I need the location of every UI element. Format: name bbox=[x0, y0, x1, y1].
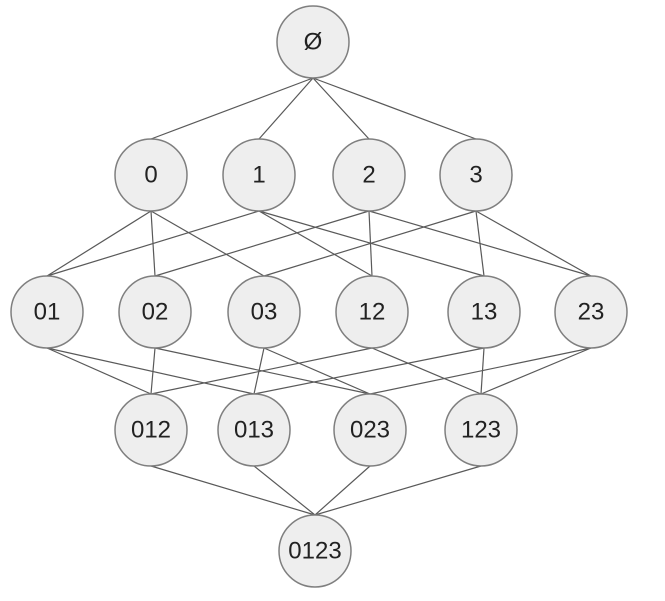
edges-layer bbox=[46, 77, 592, 516]
node-circle bbox=[447, 275, 521, 349]
node-label: 01 bbox=[34, 299, 61, 326]
node-circle bbox=[227, 275, 301, 349]
node-n2: 2 bbox=[332, 138, 406, 212]
node-n0: 0 bbox=[114, 138, 188, 212]
node-n1: 1 bbox=[222, 138, 296, 212]
node-label: 2 bbox=[362, 162, 375, 189]
node-n012: 012 bbox=[114, 393, 188, 467]
node-circle bbox=[114, 138, 188, 212]
node-label: 013 bbox=[234, 417, 274, 444]
node-circle bbox=[114, 393, 188, 467]
node-label: 023 bbox=[350, 417, 390, 444]
edge-empty-n0 bbox=[150, 77, 314, 140]
edge-n13-n013 bbox=[253, 347, 485, 395]
node-circle bbox=[217, 393, 291, 467]
node-label: 13 bbox=[471, 299, 498, 326]
edge-n1-n01 bbox=[46, 210, 260, 277]
edge-n02-n012 bbox=[150, 347, 156, 395]
node-label: 03 bbox=[251, 299, 278, 326]
edge-n3-n03 bbox=[263, 210, 477, 277]
edge-n23-n123 bbox=[480, 347, 592, 395]
node-n0123: 0123 bbox=[278, 514, 352, 588]
node-label: 0 bbox=[144, 162, 157, 189]
edge-n3-n23 bbox=[475, 210, 592, 277]
edge-n12-n012 bbox=[150, 347, 373, 395]
node-label: 02 bbox=[142, 299, 169, 326]
node-circle bbox=[10, 275, 84, 349]
edge-n0-n03 bbox=[150, 210, 265, 277]
edge-empty-n1 bbox=[258, 77, 314, 140]
node-circle bbox=[554, 275, 628, 349]
node-n01: 01 bbox=[10, 275, 84, 349]
edge-n023-n0123 bbox=[314, 465, 371, 516]
node-n3: 3 bbox=[439, 138, 513, 212]
edge-n2-n02 bbox=[154, 210, 370, 277]
node-circle bbox=[444, 393, 518, 467]
node-circle bbox=[278, 514, 352, 588]
node-circle bbox=[335, 275, 409, 349]
node-label: 3 bbox=[469, 162, 482, 189]
node-n03: 03 bbox=[227, 275, 301, 349]
node-circle bbox=[439, 138, 513, 212]
node-circle bbox=[118, 275, 192, 349]
edge-n01-n013 bbox=[46, 347, 255, 395]
node-n23: 23 bbox=[554, 275, 628, 349]
node-circle bbox=[222, 138, 296, 212]
node-label: Ø bbox=[304, 29, 323, 56]
edge-empty-n3 bbox=[312, 77, 477, 140]
node-label: 123 bbox=[461, 417, 501, 444]
node-label: 12 bbox=[359, 299, 386, 326]
edge-n123-n0123 bbox=[314, 465, 482, 516]
node-n13: 13 bbox=[447, 275, 521, 349]
node-label: 012 bbox=[131, 417, 171, 444]
node-n02: 02 bbox=[118, 275, 192, 349]
edge-n0-n01 bbox=[46, 210, 152, 277]
edge-n1-n12 bbox=[258, 210, 373, 277]
edge-n01-n012 bbox=[46, 347, 152, 395]
edge-n12-n123 bbox=[371, 347, 482, 395]
edge-n23-n023 bbox=[369, 347, 592, 395]
node-n023: 023 bbox=[333, 393, 407, 467]
node-n12: 12 bbox=[335, 275, 409, 349]
node-n123: 123 bbox=[444, 393, 518, 467]
node-circle bbox=[333, 393, 407, 467]
node-label: 0123 bbox=[288, 538, 341, 565]
node-label: 23 bbox=[578, 299, 605, 326]
edge-n012-n0123 bbox=[150, 465, 316, 516]
node-empty: Ø bbox=[276, 5, 350, 79]
node-label: 1 bbox=[252, 162, 265, 189]
node-circle bbox=[276, 5, 350, 79]
node-n013: 013 bbox=[217, 393, 291, 467]
edge-n3-n13 bbox=[475, 210, 485, 277]
edge-n013-n0123 bbox=[253, 465, 316, 516]
edge-n03-n023 bbox=[263, 347, 371, 395]
node-circle bbox=[332, 138, 406, 212]
edge-empty-n2 bbox=[312, 77, 370, 140]
